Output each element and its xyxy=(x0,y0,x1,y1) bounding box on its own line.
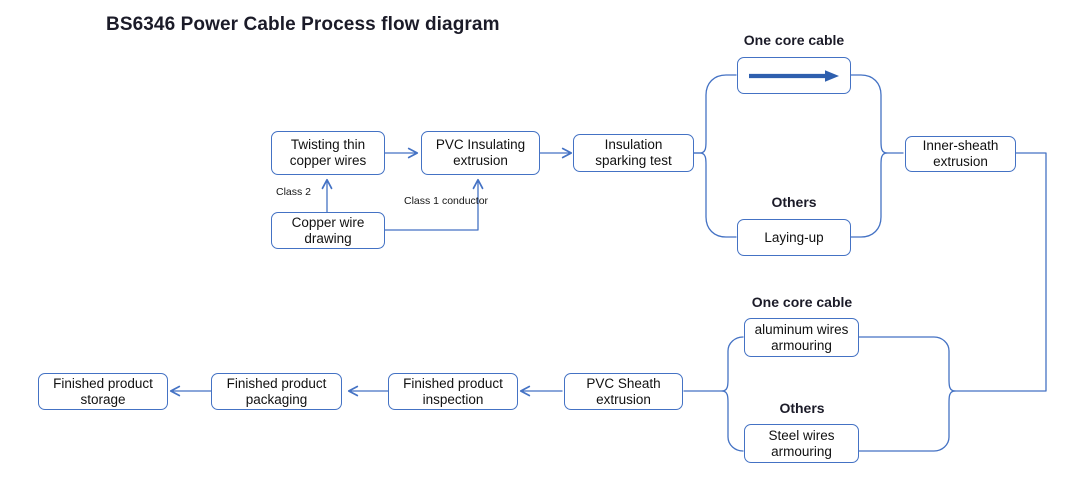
node-pvc-insulating-line2: extrusion xyxy=(453,153,508,168)
node-inner-sheath-extrusion[interactable]: Inner-sheath extrusion xyxy=(905,136,1016,172)
node-insulation-sparking-test[interactable]: Insulation sparking test xyxy=(573,134,694,172)
group-label-others-upper: Others xyxy=(771,194,817,210)
edge-label-class1-line1: Class 1 xyxy=(404,195,440,207)
node-pvc-insulating-extrusion[interactable]: PVC Insulating extrusion xyxy=(421,131,540,175)
node-finished-product-inspection[interactable]: Finished product inspection xyxy=(388,373,518,410)
node-finished-product-packaging[interactable]: Finished product packaging xyxy=(211,373,342,410)
group-label-one-core-cable-lower: One core cable xyxy=(751,294,853,310)
node-inspection-line1: Finished product xyxy=(403,375,503,391)
node-pvc-sheath-line2: extrusion xyxy=(596,391,651,407)
brace-lower-right-top xyxy=(858,336,956,392)
brace-lower-left-top xyxy=(683,336,744,392)
node-laying-up-label: Laying-up xyxy=(764,229,824,245)
node-twisting-line1: Twisting thin xyxy=(290,137,366,152)
edge-label-class-1-conductor: Class 1 conductor xyxy=(404,195,488,208)
node-steel-line2: armouring xyxy=(771,443,832,459)
group-label-others-lower: Others xyxy=(779,400,825,416)
node-inner-sheath-line1: Inner-sheath xyxy=(922,138,999,153)
node-twisting-thin-copper-wires[interactable]: Twisting thin copper wires xyxy=(271,131,385,175)
node-copper-drawing-line1: Copper wire xyxy=(291,214,365,230)
node-packaging-line2: packaging xyxy=(245,391,308,407)
node-inspection-line2: inspection xyxy=(422,391,484,407)
node-aluminum-line1: aluminum wires xyxy=(754,321,849,337)
brace-upper-left-bottom xyxy=(693,152,737,238)
node-aluminum-line2: armouring xyxy=(771,337,832,353)
node-pvc-insulating-line1: PVC Insulating xyxy=(435,137,526,152)
node-twisting-line2: copper wires xyxy=(289,153,367,168)
brace-lower-left-bottom xyxy=(721,390,744,452)
node-copper-drawing-line2: drawing xyxy=(304,230,352,246)
node-finished-product-storage[interactable]: Finished product storage xyxy=(38,373,168,410)
node-steel-line1: Steel wires xyxy=(768,427,835,443)
node-pvc-sheath-line1: PVC Sheath xyxy=(586,375,661,391)
node-pvc-sheath-extrusion[interactable]: PVC Sheath extrusion xyxy=(564,373,683,410)
node-laying-up[interactable]: Laying-up xyxy=(737,219,851,256)
node-sparking-line2: sparking test xyxy=(595,153,672,168)
right-arrow-icon xyxy=(747,69,841,83)
page-title: BS6346 Power Cable Process flow diagram xyxy=(106,14,500,35)
edge-label-class-2: Class 2 xyxy=(276,186,312,198)
brace-lower-right-bottom xyxy=(858,390,956,452)
node-packaging-line1: Finished product xyxy=(226,375,327,391)
node-one-core-cable-arrow-box[interactable] xyxy=(737,57,851,94)
node-storage-line1: Finished product xyxy=(53,375,153,391)
node-steel-wires-armouring[interactable]: Steel wires armouring xyxy=(744,424,859,463)
group-label-one-core-cable-upper: One core cable xyxy=(743,32,845,48)
brace-upper-left-top xyxy=(693,74,737,154)
node-storage-line2: storage xyxy=(80,391,126,407)
brace-upper-right-bottom xyxy=(850,152,888,238)
edge-label-class1-line2: conductor xyxy=(441,195,489,207)
node-inner-sheath-line2: extrusion xyxy=(933,154,988,169)
node-copper-wire-drawing[interactable]: Copper wire drawing xyxy=(271,212,385,249)
node-sparking-line1: Insulation xyxy=(604,137,663,152)
node-aluminum-wires-armouring[interactable]: aluminum wires armouring xyxy=(744,318,859,357)
brace-upper-right-top xyxy=(850,74,904,154)
edge-inner-sheath-to-lower-group xyxy=(954,152,1047,392)
